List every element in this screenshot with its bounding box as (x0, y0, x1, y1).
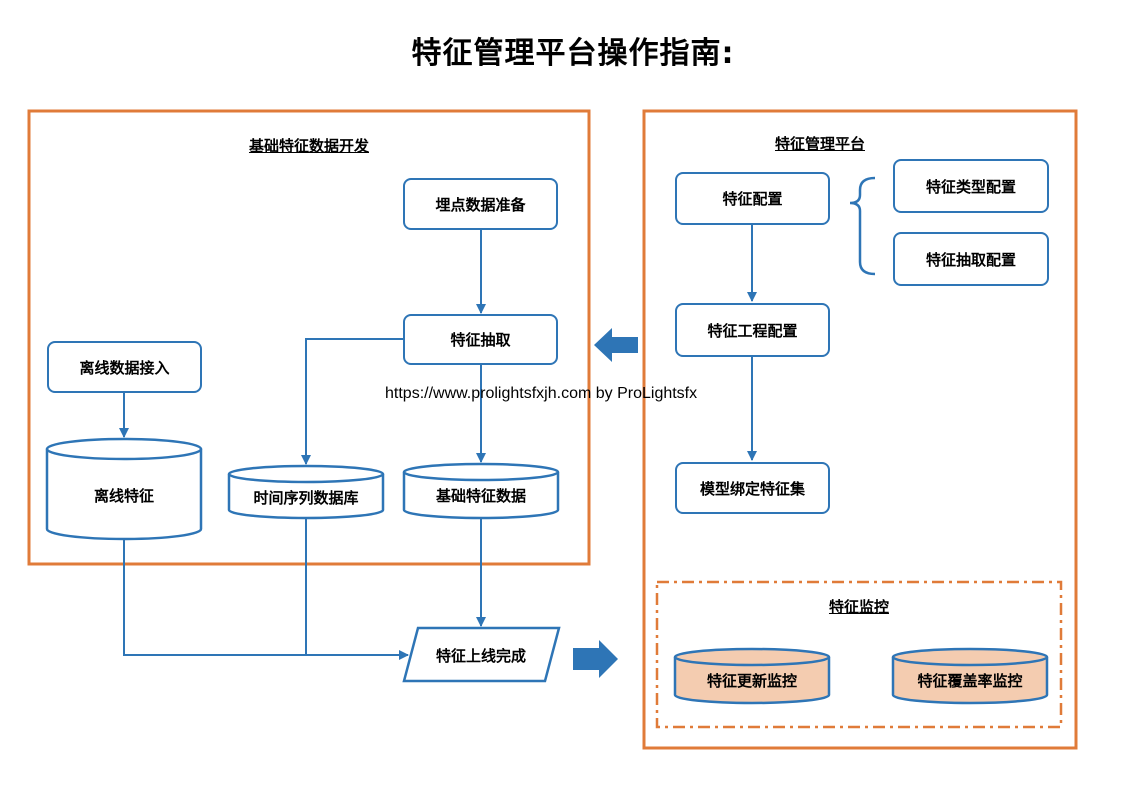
offline-features-label: 离线特征 (93, 486, 154, 505)
monitor-heading: 特征监控 (828, 598, 889, 616)
extract-config-node: 特征抽取配置 (893, 232, 1049, 286)
arrow-extract-to-timeseries (301, 338, 404, 465)
timeseries-db-cylinder (227, 464, 385, 520)
timeseries-db-label: 时间序列数据库 (253, 488, 359, 507)
feature-config-node: 特征配置 (675, 172, 830, 225)
offline-access-node: 离线数据接入 (47, 341, 202, 393)
page-title: 特征管理平台操作指南: (411, 36, 735, 71)
launch-label: 特征上线完成 (435, 646, 526, 665)
basic-feature-data-label: 基础特征数据 (435, 486, 526, 505)
offline-features-cylinder (45, 437, 203, 541)
line-offline-to-launch (123, 538, 409, 660)
block-arrow-launch-to-monitor (573, 640, 618, 678)
left-panel-heading: 基础特征数据开发 (248, 137, 369, 155)
type-config-node: 特征类型配置 (893, 159, 1049, 213)
coverage-monitor-cylinder (891, 647, 1049, 705)
tracking-prep-node: 埋点数据准备 (403, 178, 558, 230)
coverage-monitor-label: 特征覆盖率监控 (917, 671, 1023, 690)
launch-parallelogram (402, 626, 561, 683)
left-panel-frame (27, 109, 591, 566)
engineering-config-node: 特征工程配置 (675, 303, 830, 357)
basic-feature-data-cylinder (402, 462, 560, 520)
feature-extract-node: 特征抽取 (403, 314, 558, 365)
config-brace (849, 176, 876, 276)
right-panel-frame (642, 109, 1078, 750)
watermark-text: https://www.prolightsfxjh.com by ProLigh… (385, 385, 698, 402)
update-monitor-cylinder (673, 647, 831, 705)
block-arrow-platform-to-dev (594, 328, 638, 362)
update-monitor-label: 特征更新监控 (706, 671, 797, 690)
model-binding-node: 模型绑定特征集 (675, 462, 830, 514)
monitor-frame (655, 580, 1063, 729)
right-panel-heading: 特征管理平台 (774, 135, 865, 153)
